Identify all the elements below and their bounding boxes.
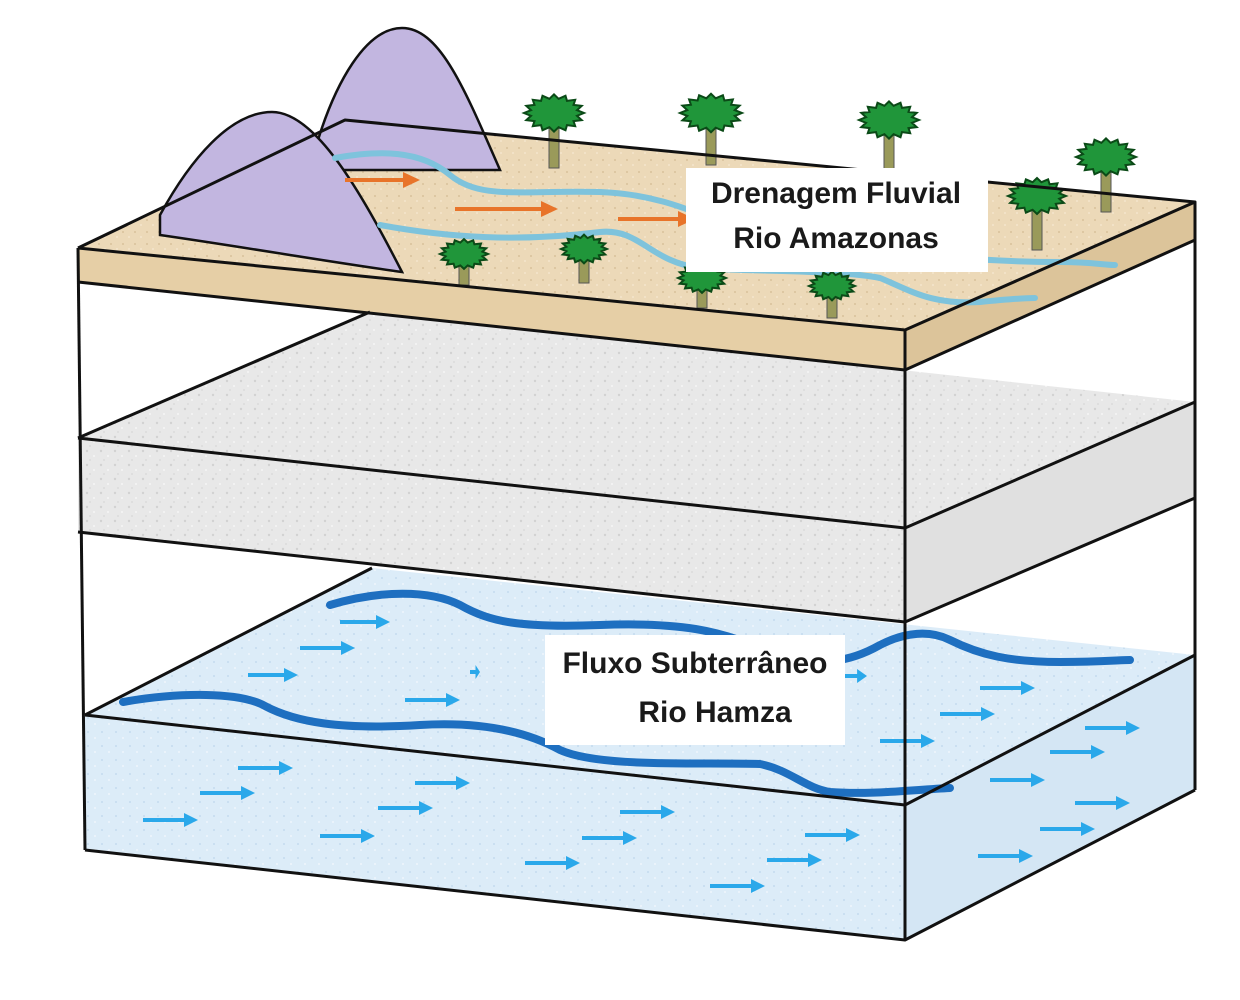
- arrow-right-icon: [710, 879, 765, 893]
- arrow-right-icon: [248, 668, 298, 682]
- tree-canopy: [1073, 137, 1139, 177]
- surface-front-face: [78, 248, 905, 370]
- underground-label-box: [545, 635, 845, 745]
- tree-canopy: [806, 270, 858, 302]
- tree-icon: [856, 100, 922, 179]
- arrow-right-icon: [1075, 796, 1130, 810]
- arrow-right-icon: [415, 776, 470, 790]
- block-outlines: [76, 118, 1197, 942]
- arrow-right-icon: [845, 669, 867, 683]
- sediment-top-face: [78, 312, 1195, 528]
- underground-label-line2: Rio Hamza: [638, 696, 792, 729]
- mountain-icon: [158, 110, 405, 274]
- arrow-right-icon: [345, 172, 420, 188]
- arrow-right-icon: [582, 831, 637, 845]
- surface-label-line2: Rio Amazonas: [733, 222, 939, 255]
- tree-icon: [558, 233, 610, 284]
- arrow-right-icon: [805, 828, 860, 842]
- arrow-right-icon: [978, 849, 1033, 863]
- arrow-right-icon: [378, 801, 433, 815]
- surface-label-box: [686, 168, 988, 272]
- tree-canopy: [677, 92, 745, 134]
- surface-label-line1: Drenagem Fluvial: [711, 177, 961, 210]
- surface-label: Drenagem Fluvial Rio Amazonas: [686, 168, 988, 272]
- tree-icon: [806, 270, 858, 319]
- arrow-right-icon: [767, 853, 822, 867]
- arrow-right-icon: [455, 201, 558, 217]
- arrow-right-icon: [1085, 721, 1140, 735]
- mountains: [158, 26, 502, 274]
- arrow-right-icon: [1050, 745, 1105, 759]
- sediment-front-face: [78, 438, 905, 622]
- tree-canopy: [558, 233, 610, 265]
- underground-river-channel: [119, 690, 954, 797]
- arrow-right-icon: [940, 707, 995, 721]
- aquifer-front-face: [85, 715, 905, 940]
- sediment-layer: [78, 312, 1195, 622]
- arrow-right-icon: [300, 641, 355, 655]
- arrow-right-icon: [340, 615, 390, 629]
- tree-icon: [677, 92, 745, 166]
- sediment-side-face: [905, 402, 1195, 622]
- tree-canopy: [437, 237, 491, 271]
- arrow-right-icon: [620, 805, 675, 819]
- underground-label-line1: Fluxo Subterrâneo: [562, 647, 827, 680]
- arrow-right-icon: [525, 856, 580, 870]
- arrow-right-icon: [990, 773, 1045, 787]
- tree-canopy: [856, 100, 922, 140]
- arrow-right-icon: [880, 734, 935, 748]
- tree-icon: [437, 237, 491, 286]
- arrow-right-icon: [980, 681, 1035, 695]
- underground-flow-arrows: [143, 615, 1140, 893]
- arrow-right-icon: [238, 761, 293, 775]
- underground-label: Fluxo Subterrâneo Rio Hamza: [545, 635, 845, 745]
- surface-side-face: [905, 202, 1195, 370]
- arrow-right-icon: [143, 813, 198, 827]
- mountain-icon: [316, 26, 502, 172]
- arrow-right-icon: [1040, 822, 1095, 836]
- surface-top-face: [78, 120, 1195, 330]
- tree-icon: [1073, 137, 1139, 213]
- arrow-right-icon: [200, 786, 255, 800]
- arrow-right-icon: [320, 829, 375, 843]
- arrow-right-icon: [470, 665, 480, 679]
- tree-canopy: [521, 93, 587, 133]
- arrow-right-icon: [405, 693, 460, 707]
- surface-layer: [78, 120, 1195, 370]
